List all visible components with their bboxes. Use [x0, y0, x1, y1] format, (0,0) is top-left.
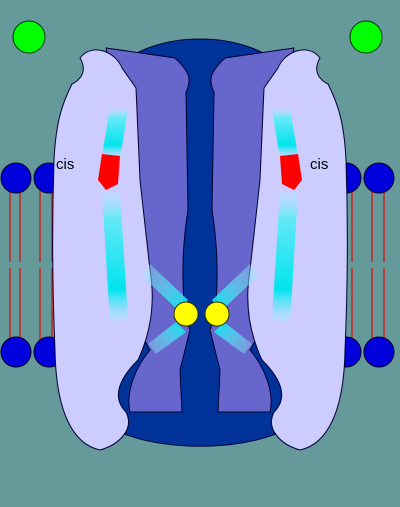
helix-right-upper	[272, 108, 298, 158]
gate-helix-right-upper	[212, 264, 258, 312]
gate-helix-left-lower	[148, 322, 186, 354]
outer-subunit-right	[247, 49, 348, 451]
lipid-head	[0, 162, 32, 194]
lipid-head	[0, 336, 32, 368]
lipid-head	[363, 336, 395, 368]
cis-label-right: cis	[310, 156, 328, 173]
ligand-left	[12, 20, 46, 54]
helix-right-lower	[272, 192, 298, 322]
outer-subunit-left	[52, 49, 153, 451]
gate-helix-left-upper	[142, 264, 188, 312]
membrane-heads	[0, 162, 395, 368]
ion-left	[173, 301, 199, 327]
cis-label-left: cis	[56, 156, 74, 173]
lipid-head	[363, 162, 395, 194]
membrane-left-tails	[9, 190, 53, 340]
ion-right	[204, 301, 230, 327]
cis-marker-right	[280, 154, 302, 190]
gate-helix-right-lower	[214, 322, 252, 354]
cis-marker-left	[98, 154, 120, 190]
ligand-right	[349, 20, 383, 54]
helix-left-lower	[102, 192, 128, 322]
helix-left-upper	[102, 108, 128, 158]
